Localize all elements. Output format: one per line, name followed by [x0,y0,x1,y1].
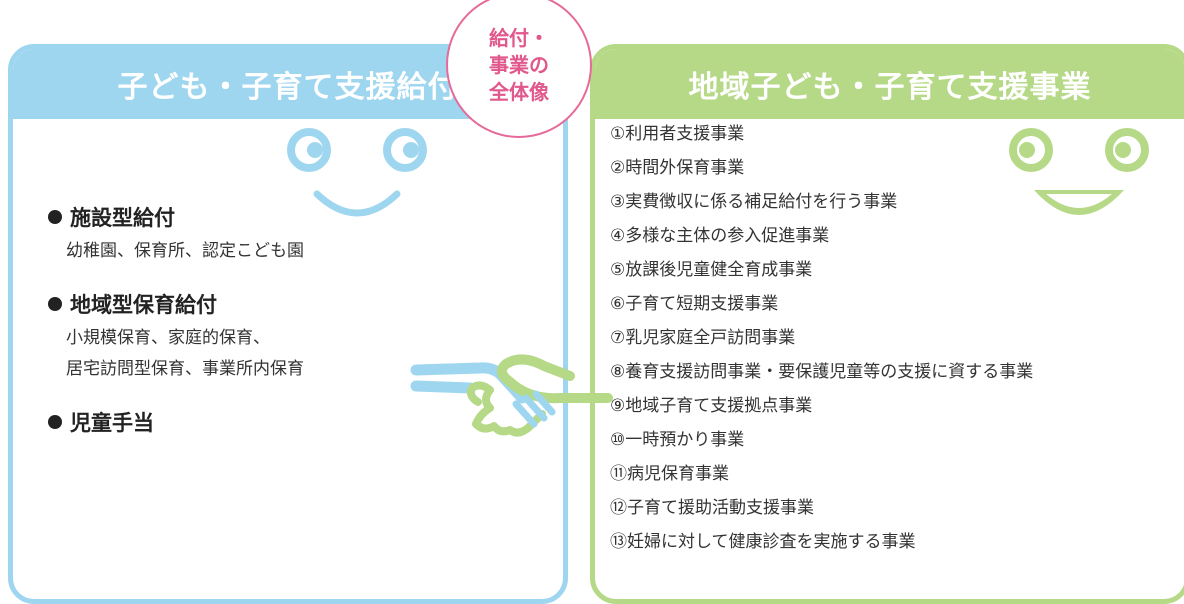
project-item: ⑩一時預かり事業 [610,430,745,450]
overview-line-1: 給付・ [489,25,549,50]
bullet-icon [48,210,62,224]
bullet-icon [48,297,62,311]
overview-circle: 給付・ 事業の 全体像 [446,0,592,138]
benefit-item: 地域型保育給付 小規模保育、家庭的保育、 居宅訪問型保育、事業所内保育 [48,289,304,385]
project-item: ⑦乳児家庭全戸訪問事業 [610,328,796,348]
grinning-face-icon [1009,128,1149,215]
project-item: ②時間外保育事業 [610,158,745,178]
overview-line-3: 全体像 [489,79,549,104]
project-item: ⑤放課後児童健全育成事業 [610,260,813,280]
project-item: ①利用者支援事業 [610,124,745,144]
project-item: ⑪病児保育事業 [610,464,729,484]
project-item: ③実費徴収に係る補足給付を行う事業 [610,192,898,212]
benefit-desc: 小規模保育、家庭的保育、 居宅訪問型保育、事業所内保育 [66,323,304,385]
benefit-desc-line: 居宅訪問型保育、事業所内保育 [66,359,304,379]
benefit-title: 施設型給付 [70,206,175,230]
benefit-desc: 幼稚園、保育所、認定こども園 [66,241,304,261]
community-support-projects-title: 地域子ども・子育て支援事業 [595,49,1184,119]
project-item: ⑧養育支援訪問事業・要保護児童等の支援に資する事業 [610,362,1034,382]
project-item: ⑫子育て援助活動支援事業 [610,498,814,518]
benefit-list: 施設型給付 幼稚園、保育所、認定こども園 地域型保育給付 小規模保育、家庭的保育… [48,202,304,459]
project-item: ⑬妊婦に対して健康診査を実施する事業 [610,532,916,552]
childcare-benefits-panel: 子ども・子育て支援給付 [8,44,568,604]
benefit-title: 地域型保育給付 [70,293,217,317]
benefit-item: 児童手当 [48,407,304,437]
overview-line-2: 事業の [489,52,549,77]
project-item: ⑨地域子育て支援拠点事業 [610,396,813,416]
benefit-item: 施設型給付 幼稚園、保育所、認定こども園 [48,202,304,267]
smiley-face-icon [287,128,427,217]
handshake-icon [410,354,613,437]
benefit-title: 児童手当 [70,411,154,435]
project-item: ④多様な主体の参入促進事業 [610,226,830,246]
project-item: ⑥子育て短期支援事業 [610,294,779,314]
benefit-desc-line: 小規模保育、家庭的保育、 [66,328,270,348]
project-list: ①利用者支援事業 ②時間外保育事業 ③実費徴収に係る補足給付を行う事業 ④多様な… [610,117,1033,559]
bullet-icon [48,415,62,429]
